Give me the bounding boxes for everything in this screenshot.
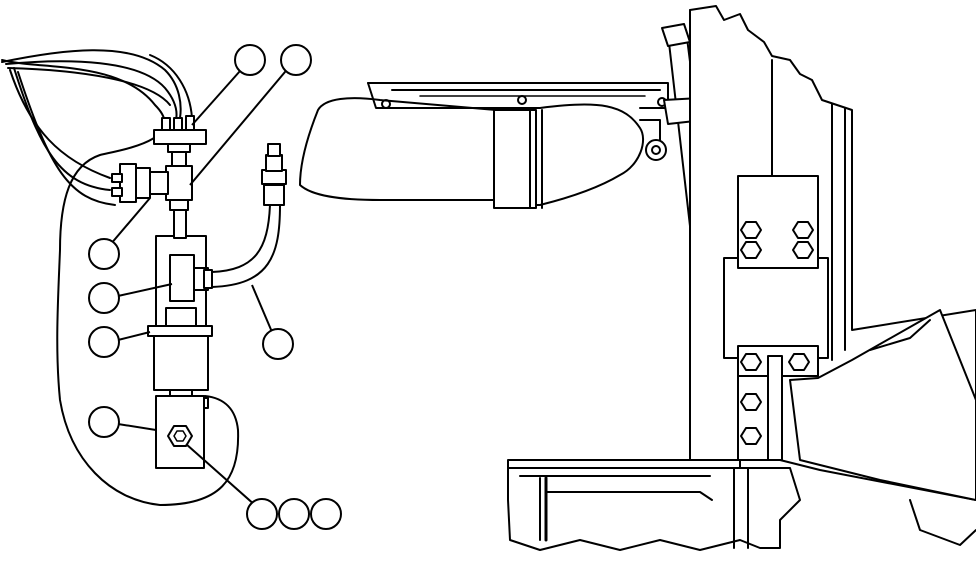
callout-circle xyxy=(262,328,294,360)
bolt-head-icon xyxy=(792,221,814,239)
callout-circle xyxy=(310,498,342,530)
frame-structure xyxy=(689,5,976,546)
bolt-head-icon xyxy=(792,241,814,259)
callout-circle xyxy=(246,498,278,530)
tee-fitting xyxy=(111,163,193,211)
top-connector xyxy=(153,115,207,167)
bolt-head-icon xyxy=(788,353,810,371)
callout-circle xyxy=(88,326,120,358)
callout-circle xyxy=(234,44,266,76)
component-stack xyxy=(147,209,213,469)
boom-arm xyxy=(299,82,669,209)
wire-bundle xyxy=(1,49,193,121)
callout-circle xyxy=(280,44,312,76)
hex-nut-icon xyxy=(167,425,193,447)
bolt-head-icon xyxy=(740,427,762,445)
base-platform xyxy=(507,459,801,551)
callout-circle xyxy=(88,282,120,314)
callout-circle xyxy=(278,498,310,530)
callout-circle xyxy=(88,238,120,270)
bolt-head-icon xyxy=(740,353,762,371)
callout-circle xyxy=(88,406,120,438)
hose xyxy=(211,143,287,288)
callouts-left xyxy=(88,44,342,530)
bolt-head-icon xyxy=(740,241,762,259)
bolt-head-icon xyxy=(740,221,762,239)
bolt-head-icon xyxy=(740,393,762,411)
